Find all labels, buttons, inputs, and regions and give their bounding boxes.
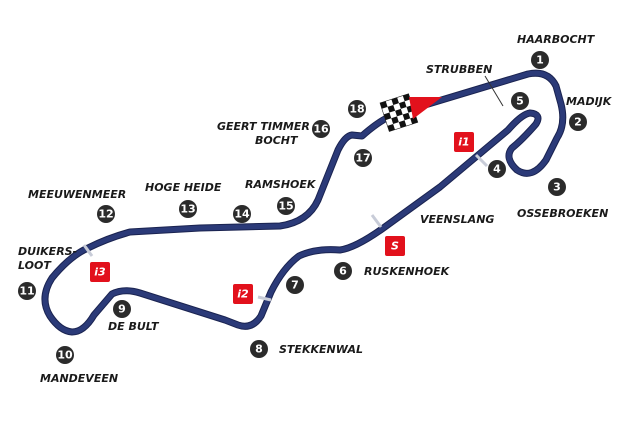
turn-11: 11 <box>18 282 36 300</box>
turn-3-number: 3 <box>553 181 561 194</box>
label-duikersloot-line1: DUIKERS- <box>18 245 77 258</box>
sector-marker-i1 <box>474 153 489 168</box>
turn-10-number: 10 <box>57 349 73 362</box>
sector-i2-label: i2 <box>237 288 249 301</box>
turn-12: 12 <box>97 205 115 223</box>
turn-10: 10 <box>56 346 74 364</box>
turn-18-number: 18 <box>349 103 364 116</box>
turn-15: 15 <box>277 197 295 215</box>
label-ruskenhoek: RUSKENHOEK <box>364 265 451 278</box>
sector-s-label: S <box>391 240 399 253</box>
turn-6: 6 <box>334 262 352 280</box>
turn-11-number: 11 <box>19 285 34 298</box>
turn-14-number: 14 <box>234 208 250 221</box>
turn-18: 18 <box>348 100 366 118</box>
turn-15-number: 15 <box>278 200 293 213</box>
label-strubben: STRUBBEN <box>426 63 492 76</box>
turn-8-number: 8 <box>255 343 263 356</box>
label-geert-timmer-line1: GEERT TIMMER <box>217 120 310 133</box>
sector-marker-i2 <box>257 295 272 302</box>
label-ramshoek: RAMSHOEK <box>245 178 317 191</box>
finish-flag-icon <box>379 93 419 132</box>
sector-i2: i2 <box>233 284 253 304</box>
turn-16: 16 <box>312 120 330 138</box>
track <box>42 70 566 335</box>
turn-9: 9 <box>113 300 131 318</box>
turn-12-number: 12 <box>98 208 113 221</box>
turn-5-number: 5 <box>516 95 524 108</box>
direction-arrow-icon <box>409 97 442 119</box>
label-madijk: MADIJK <box>566 95 613 108</box>
sector-marker-i3 <box>82 244 94 257</box>
turn-3: 3 <box>548 178 566 196</box>
sector-i3-label: i3 <box>94 266 106 279</box>
label-duikersloot-line2: LOOT <box>18 259 52 272</box>
turn-4: 4 <box>488 160 506 178</box>
label-geert-timmer-line2: BOCHT <box>255 134 299 147</box>
turn-13-number: 13 <box>180 203 195 216</box>
sector-i1-label: i1 <box>458 136 469 149</box>
label-meeuwenmeer: MEEUWENMEER <box>28 188 126 201</box>
turn-6-number: 6 <box>339 265 347 278</box>
turn-1: 1 <box>531 51 549 69</box>
turn-16-number: 16 <box>313 123 329 136</box>
sector-marker-s <box>370 214 383 228</box>
turn-17-number: 17 <box>355 152 370 165</box>
label-mandeveen: MANDEVEEN <box>40 372 118 385</box>
turn-8: 8 <box>250 340 268 358</box>
strubben-leader-line <box>484 75 504 107</box>
label-veenslang: VEENSLANG <box>420 213 494 226</box>
turn-4-number: 4 <box>493 163 501 176</box>
label-ossebroeken: OSSEBROEKEN <box>517 207 608 220</box>
turn-13: 13 <box>179 200 197 218</box>
turn-5: 5 <box>511 92 529 110</box>
turn-1-number: 1 <box>536 54 544 67</box>
turn-17: 17 <box>354 149 372 167</box>
turn-7-number: 7 <box>291 279 299 292</box>
turn-14: 14 <box>233 205 251 223</box>
sector-i1: i1 <box>454 132 474 152</box>
turn-7: 7 <box>286 276 304 294</box>
label-haarbocht: HAARBOCHT <box>517 33 596 46</box>
sector-s: S <box>385 236 405 256</box>
turn-2: 2 <box>569 113 587 131</box>
turn-9-number: 9 <box>118 303 126 316</box>
turn-2-number: 2 <box>574 116 582 129</box>
label-stekkenwal: STEKKENWAL <box>279 343 363 356</box>
sector-i3: i3 <box>90 262 110 282</box>
label-de-bult: DE BULT <box>108 320 160 333</box>
label-hoge-heide: HOGE HEIDE <box>145 181 222 194</box>
